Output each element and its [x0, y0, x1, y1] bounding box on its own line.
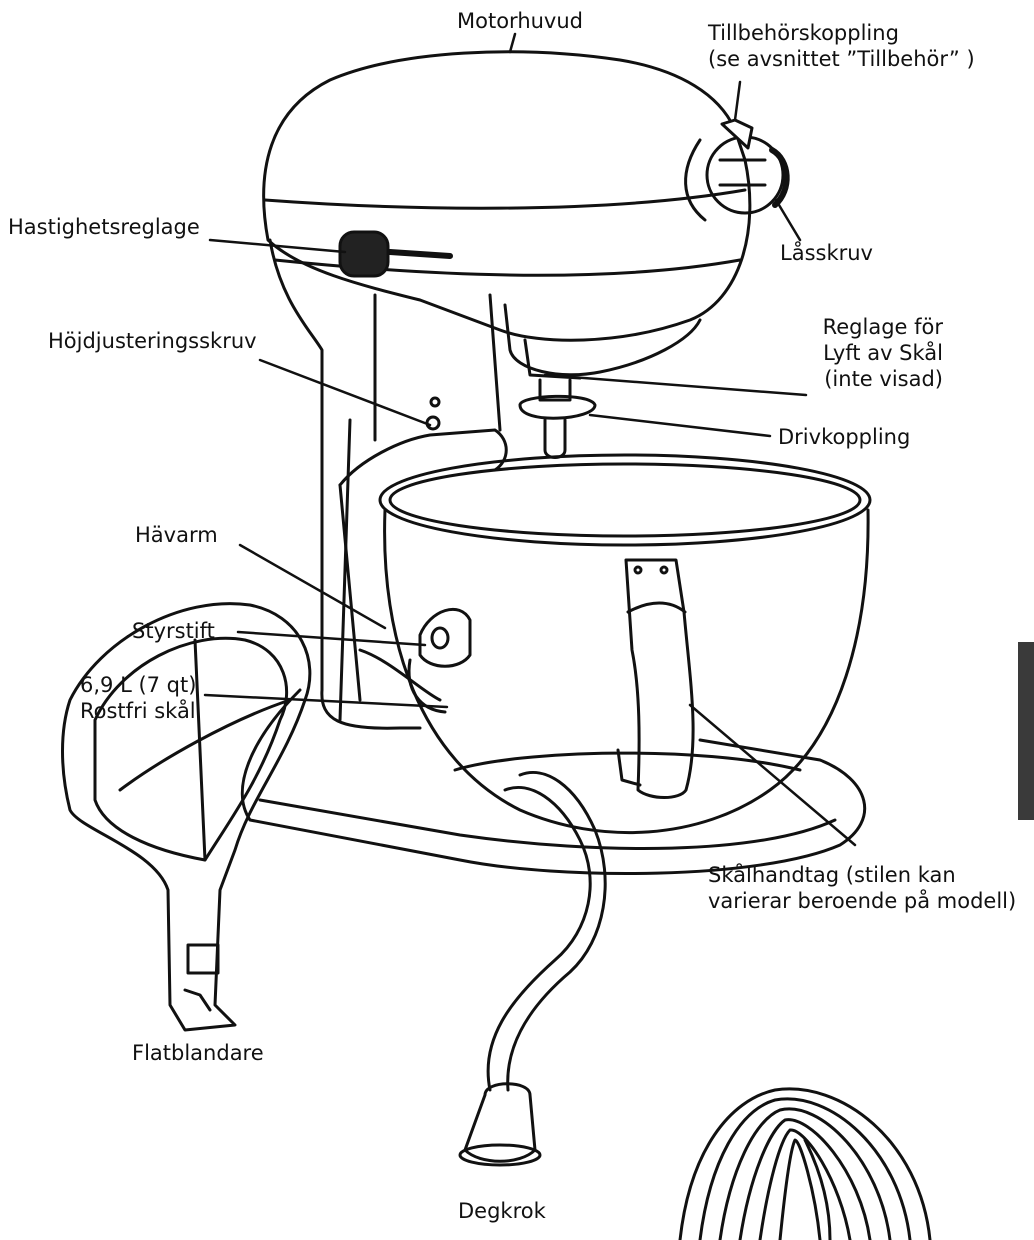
label-reglage-lyft-av-skal: Reglage för Lyft av Skål (inte visad) — [720, 314, 943, 392]
motor-head — [262, 50, 752, 380]
label-skalhandtag-line2: varierar beroende på modell) — [708, 889, 1017, 913]
label-skalhandtag: Skålhandtag (stilen kan varierar beroend… — [708, 862, 1016, 914]
label-lasskruv: Låsskruv — [780, 241, 873, 265]
label-skal-line2: Rostfri skål — [80, 699, 196, 723]
label-degkrok: Degkrok — [458, 1199, 546, 1223]
label-hojdjusteringsskruv: Höjdjusteringsskruv — [48, 329, 257, 353]
drive-shaft — [425, 378, 597, 459]
label-reglage-line2: Lyft av Skål — [823, 341, 943, 365]
label-havarm: Hävarm — [135, 523, 218, 547]
label-rostfri-skal: 6,9 L (7 qt) Rostfri skål — [80, 672, 196, 724]
bowl-lift-arm — [338, 428, 508, 702]
label-skal-line1: 6,9 L (7 qt) — [80, 673, 197, 697]
flat-beater — [61, 602, 312, 1032]
leader-lines — [203, 32, 857, 847]
label-styrstift: Styrstift — [132, 619, 215, 643]
mixing-bowl — [378, 453, 872, 835]
guide-pin — [407, 607, 472, 714]
wire-whip — [678, 1087, 932, 1240]
mixer-column — [268, 238, 502, 730]
mixer-base — [240, 688, 867, 875]
label-reglage-line3: (inte visad) — [824, 367, 943, 391]
attachment-hub — [684, 118, 790, 222]
speed-control-knob — [338, 230, 453, 278]
dough-hook — [458, 770, 607, 1167]
label-skalhandtag-line1: Skålhandtag (stilen kan — [708, 863, 956, 887]
label-motorhuvud: Motorhuvud — [457, 9, 583, 33]
label-drivkoppling: Drivkoppling — [778, 425, 911, 449]
label-reglage-line1: Reglage för — [822, 315, 943, 339]
label-tillbehorskoppling-line1: Tillbehörskoppling — [708, 21, 899, 45]
side-tab — [1018, 642, 1034, 820]
label-flatblandare: Flatblandare — [132, 1041, 264, 1065]
label-hastighetsreglage: Hastighetsreglage — [8, 215, 200, 239]
label-tillbehorskoppling-line2: (se avsnittet ”Tillbehör” ) — [708, 47, 975, 71]
label-tillbehorskoppling: Tillbehörskoppling (se avsnittet ”Tillbe… — [708, 20, 975, 72]
